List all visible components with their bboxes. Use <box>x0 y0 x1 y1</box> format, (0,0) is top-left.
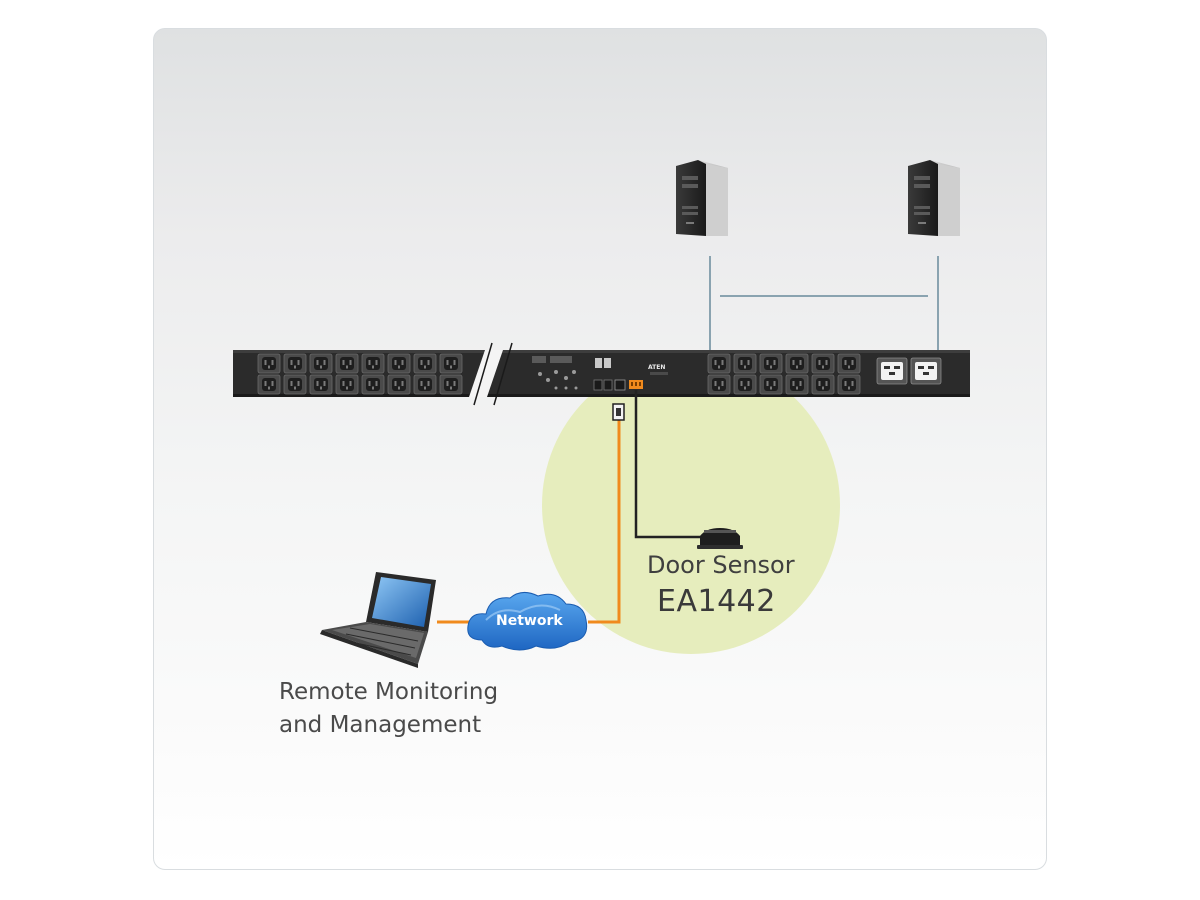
pdu-control-panel: ATEN <box>532 356 668 391</box>
tower-server-icon <box>676 160 728 236</box>
model-label: EA1442 <box>657 584 776 619</box>
sensor-cable <box>634 390 706 539</box>
tower-server-icon <box>908 160 960 236</box>
remote-label-line2: and Management <box>279 712 482 738</box>
cloud-icon: Network <box>467 592 588 651</box>
server-link-lines <box>709 256 939 350</box>
device-brand: ATEN <box>648 364 665 371</box>
network-label: Network <box>496 613 563 629</box>
laptop-icon <box>320 572 436 668</box>
door-sensor-label: Door Sensor <box>647 551 795 579</box>
remote-label-line1: Remote Monitoring <box>279 679 499 705</box>
door-sensor-icon <box>697 528 743 549</box>
remote-label: Remote Monitoring and Management <box>279 676 498 742</box>
pdu-icon: ATEN <box>233 342 970 406</box>
pdu-break-marks <box>469 342 513 406</box>
highlight-circle <box>542 356 840 654</box>
